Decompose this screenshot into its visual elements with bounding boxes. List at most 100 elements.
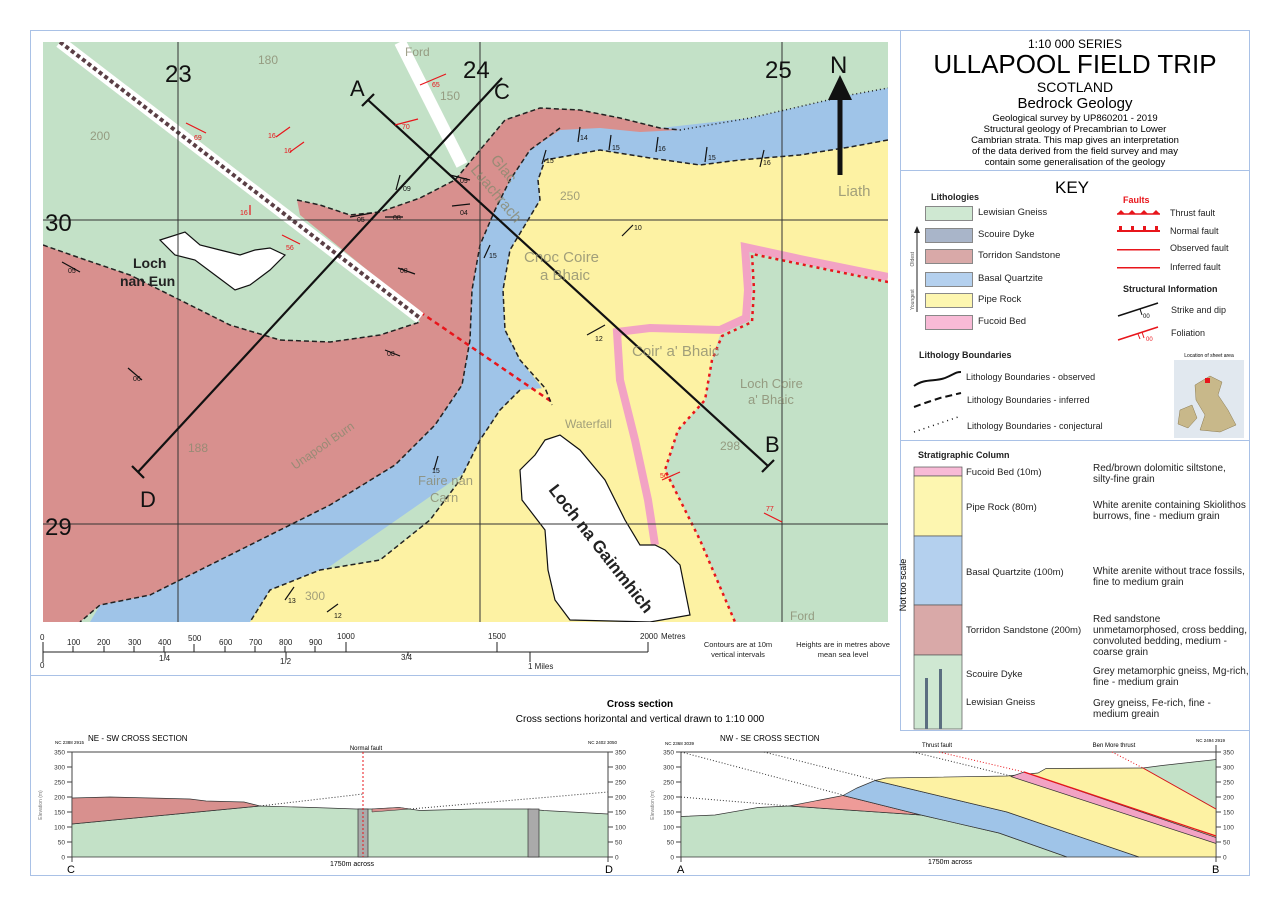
svg-text:1/2: 1/2 [280, 657, 292, 666]
lithology-swatch [925, 293, 973, 308]
svg-text:15: 15 [432, 468, 440, 475]
svg-text:mean sea level: mean sea level [818, 650, 869, 659]
boundary-inferred [43, 244, 421, 343]
strike-dip-symbols [61, 126, 765, 613]
svg-text:08: 08 [387, 351, 395, 358]
svg-text:15: 15 [546, 158, 554, 165]
scouire-dyke-2 [394, 42, 468, 168]
note-line: Cambrian strata. This map gives an inter… [971, 135, 1179, 146]
loch-nan-eun [158, 231, 287, 291]
svg-text:300: 300 [305, 589, 325, 603]
structural-label: Foliation [1171, 328, 1206, 338]
section-heading: Cross section [607, 699, 673, 710]
foliation-symbols [185, 73, 783, 523]
elevation-tick-label: 200 [54, 795, 65, 802]
boundary-inferred [296, 107, 681, 216]
faults-heading: Faults [1123, 195, 1150, 205]
svg-text:65: 65 [432, 82, 440, 89]
key-symbols: 00 00 Location of sheet area Not too sca… [898, 210, 1244, 730]
lithology-swatch [925, 272, 973, 287]
strat-unit-description: Grey gneiss, Fe-rich, fine - medium grea… [1093, 698, 1211, 720]
elevation-tick-label: 100 [663, 825, 674, 832]
svg-text:Metres: Metres [661, 632, 685, 641]
grid-lines [43, 42, 888, 622]
svg-text:05: 05 [357, 217, 365, 224]
svg-text:100: 100 [67, 638, 81, 647]
svg-text:Elevation (m): Elevation (m) [38, 790, 44, 820]
svg-text:C: C [67, 864, 75, 876]
elevation-tick-label: 100 [1223, 825, 1234, 832]
inferred-fault-symbol [1117, 267, 1160, 269]
svg-text:0: 0 [40, 661, 45, 670]
survey-label: Geological survey by UP860201 - 2019 [992, 113, 1158, 124]
strat-unit-description: White arenite without trace fossils, fin… [1093, 566, 1245, 588]
svg-text:300: 300 [128, 638, 142, 647]
svg-text:Heights are in metres above: Heights are in metres above [796, 640, 890, 649]
svg-text:09: 09 [460, 178, 468, 185]
structural-heading: Structural Information [1123, 284, 1218, 294]
strat-lewisian [913, 654, 963, 730]
section-line-cd [137, 77, 503, 473]
svg-text:NC 2368 3039: NC 2368 3039 [665, 741, 695, 746]
map-title: ULLAPOOL FIELD TRIP [933, 49, 1217, 79]
svg-text:A: A [677, 864, 685, 876]
boundary-inferred [502, 139, 888, 406]
svg-text:08: 08 [393, 215, 401, 222]
grid-label: 23 [165, 61, 192, 88]
lithology-label: Basal Quartzite [978, 273, 1043, 284]
svg-text:200: 200 [97, 638, 111, 647]
lithology-label: Lewisian Gneiss [978, 207, 1048, 218]
boundary-label: Lithology Boundaries - inferred [967, 395, 1090, 405]
svg-text:Normal fault: Normal fault [350, 746, 383, 752]
boundary-inferred [249, 389, 521, 622]
svg-text:150: 150 [440, 89, 460, 103]
elevation-tick-label: 50 [1223, 840, 1231, 847]
lithology-swatch [925, 315, 973, 330]
lithology-label: Pipe Rock [978, 294, 1022, 305]
grid-label: 24 [463, 57, 490, 84]
svg-text:0: 0 [40, 633, 45, 642]
svg-text:Faire nan: Faire nan [418, 473, 473, 488]
svg-text:56: 56 [286, 245, 294, 252]
svg-text:77: 77 [766, 506, 774, 513]
series-label: 1:10 000 SERIES [1027, 37, 1123, 51]
svg-text:NC 2388 2915: NC 2388 2915 [55, 740, 85, 745]
svg-text:Cnoc Coire: Cnoc Coire [524, 249, 599, 266]
section-ne-sw: NE - SW CROSS SECTION NC 2388 2915 NC 24… [38, 734, 618, 876]
observed-fault-symbol [1117, 249, 1160, 251]
scale-labels: 0 100 200 300 400 500 600 700 800 900 10… [40, 632, 890, 671]
section-nw-se: NW - SE CROSS SECTION NC 2368 3039 NC 24… [650, 734, 1226, 876]
lake-label: Loch [133, 255, 166, 271]
svg-text:16: 16 [284, 148, 292, 155]
elevation-tick-label: 0 [61, 855, 65, 862]
svg-text:Ben More thrust: Ben More thrust [1093, 743, 1136, 749]
svg-text:188: 188 [188, 441, 208, 455]
strat-unit-label: Fucoid Bed (10m) [966, 467, 1042, 478]
elevation-tick-label: 350 [54, 750, 65, 757]
svg-text:1750m across: 1750m across [330, 861, 374, 868]
svg-text:NC 2494 2919: NC 2494 2919 [1196, 738, 1226, 743]
lithology-label: Scouire Dyke [978, 229, 1035, 240]
elevation-tick-label: 150 [663, 810, 674, 817]
svg-text:00: 00 [1143, 314, 1150, 320]
svg-text:NE - SW CROSS SECTION: NE - SW CROSS SECTION [88, 734, 188, 743]
key-title: KEY [1055, 178, 1090, 197]
not-to-scale-label: Not too scale [898, 559, 908, 612]
boundary-observed-symbol [913, 371, 962, 387]
lithology-swatch [925, 249, 973, 264]
svg-text:a Bhaic: a Bhaic [540, 267, 591, 284]
svg-text:16: 16 [763, 160, 771, 167]
svg-text:00: 00 [1146, 337, 1153, 343]
britain-shape-icon [1194, 375, 1237, 433]
elevation-tick-label: 300 [1223, 765, 1234, 772]
section-end-label: C [494, 79, 510, 104]
strat-torridon [913, 604, 963, 656]
country-label: SCOTLAND [1036, 79, 1114, 95]
boundary-conjectural-symbol [913, 415, 962, 433]
elevation-tick-label: 350 [663, 750, 674, 757]
svg-text:Contours are at 10m: Contours are at 10m [704, 640, 772, 649]
svg-text:10: 10 [634, 225, 642, 232]
foliation-symbol [1117, 326, 1159, 341]
